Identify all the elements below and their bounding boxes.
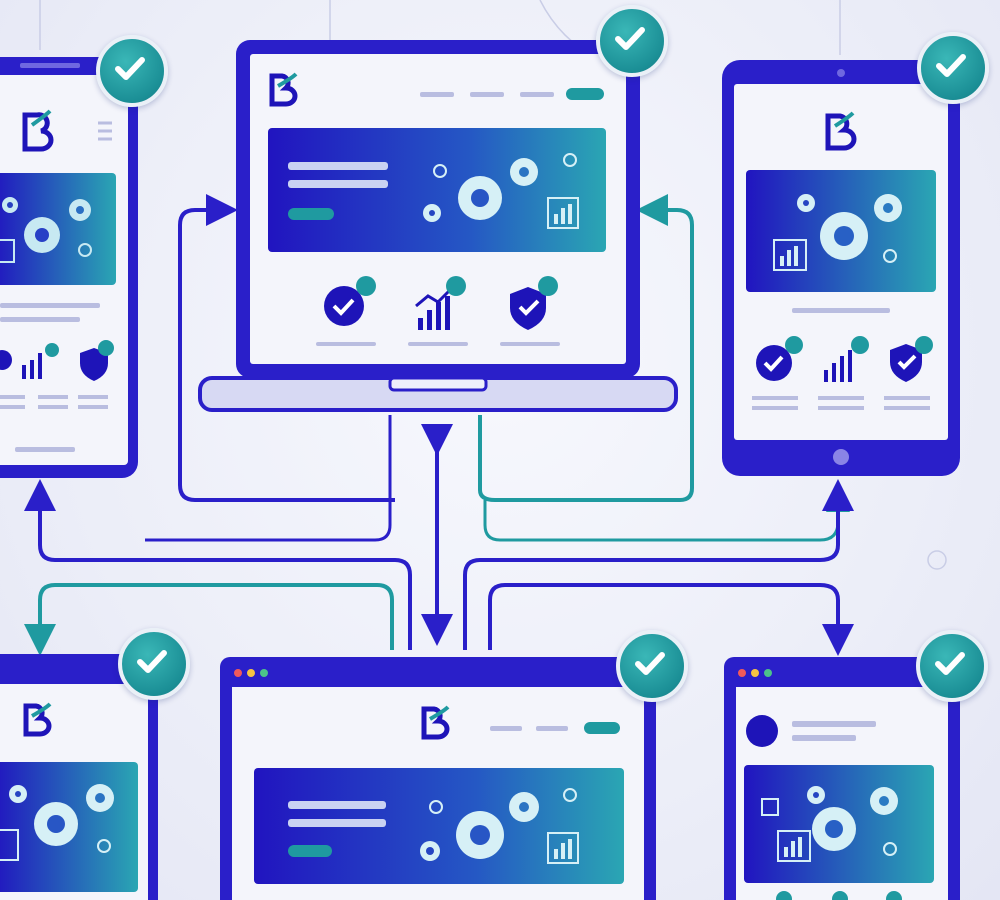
bar-chart-icon	[777, 830, 811, 862]
window-controls	[738, 669, 772, 677]
checkmark-badge-tablet-left	[96, 35, 168, 107]
badge-check-icon	[0, 350, 12, 370]
gear-icon	[509, 792, 539, 822]
hamburger-icon	[98, 121, 112, 141]
bar-chart-icon	[547, 197, 579, 229]
window-controls	[234, 669, 268, 677]
bar-chart-icon	[773, 239, 807, 271]
arrow-to-laptop-left	[178, 194, 395, 502]
badge-check-icon	[324, 276, 376, 326]
gear-icon	[820, 212, 868, 260]
gear-icon	[870, 787, 898, 815]
bar-chart-icon	[0, 829, 19, 861]
gear-icon	[24, 217, 60, 253]
arrow-to-browser-bottom-right	[488, 583, 854, 656]
gear-icon	[86, 784, 114, 812]
gear-icon	[812, 807, 856, 851]
gear-icon	[423, 204, 441, 222]
bar-chart-icon	[0, 239, 15, 263]
gear-icon	[510, 158, 538, 186]
leaf-b-logo-icon	[421, 705, 450, 740]
arrow-to-tablet-right	[483, 488, 850, 542]
leaf-b-logo-icon	[269, 72, 298, 107]
arrow-to-browser-bottom-left	[24, 583, 394, 656]
growth-chart-icon	[22, 343, 59, 379]
gear-icon	[9, 785, 27, 803]
leaf-b-logo-icon	[825, 111, 857, 151]
nav-cta-pill	[584, 722, 620, 734]
shield-check-icon	[80, 340, 114, 381]
checkmark-badge-tablet-right	[917, 32, 989, 104]
checkmark-badge-laptop	[596, 5, 668, 77]
arrow-laptop-left-drop	[145, 415, 392, 542]
arrow-to-tablet-left	[24, 479, 412, 650]
arrow-from-center-right-up	[463, 479, 854, 650]
nav-cta-pill	[566, 88, 604, 100]
tablet-right	[720, 58, 962, 478]
arrow-to-laptop-right	[478, 194, 694, 502]
gear-icon	[874, 194, 902, 222]
growth-chart-icon	[824, 336, 869, 382]
leaf-b-logo-icon	[23, 702, 52, 737]
leaf-b-logo-icon	[22, 109, 54, 152]
checkmark-badge-browser-bottom-right	[916, 630, 988, 702]
browser-bottom-left	[0, 652, 162, 900]
badge-check-icon	[756, 336, 803, 381]
shield-check-icon	[890, 336, 933, 382]
gear-icon	[2, 197, 18, 213]
checkmark-badge-browser-bottom-center	[616, 630, 688, 702]
gear-icon	[807, 786, 825, 804]
browser-bottom-center	[218, 655, 658, 900]
gear-icon	[458, 176, 502, 220]
avatar	[746, 715, 778, 747]
hero-cta-pill	[288, 845, 332, 857]
shield-check-icon	[510, 276, 558, 330]
laptop-center	[198, 38, 678, 418]
gear-icon	[797, 194, 815, 212]
hero-cta-pill	[288, 208, 334, 220]
gear-icon	[34, 802, 78, 846]
growth-chart-icon	[415, 276, 466, 330]
home-button	[833, 449, 849, 465]
gear-icon	[69, 199, 91, 221]
bar-chart-icon	[547, 832, 579, 864]
tablet-left	[0, 55, 140, 480]
gear-icon	[456, 811, 504, 859]
browser-bottom-right	[722, 655, 962, 900]
gear-icon	[420, 841, 440, 861]
checkmark-badge-browser-bottom-left	[118, 628, 190, 700]
